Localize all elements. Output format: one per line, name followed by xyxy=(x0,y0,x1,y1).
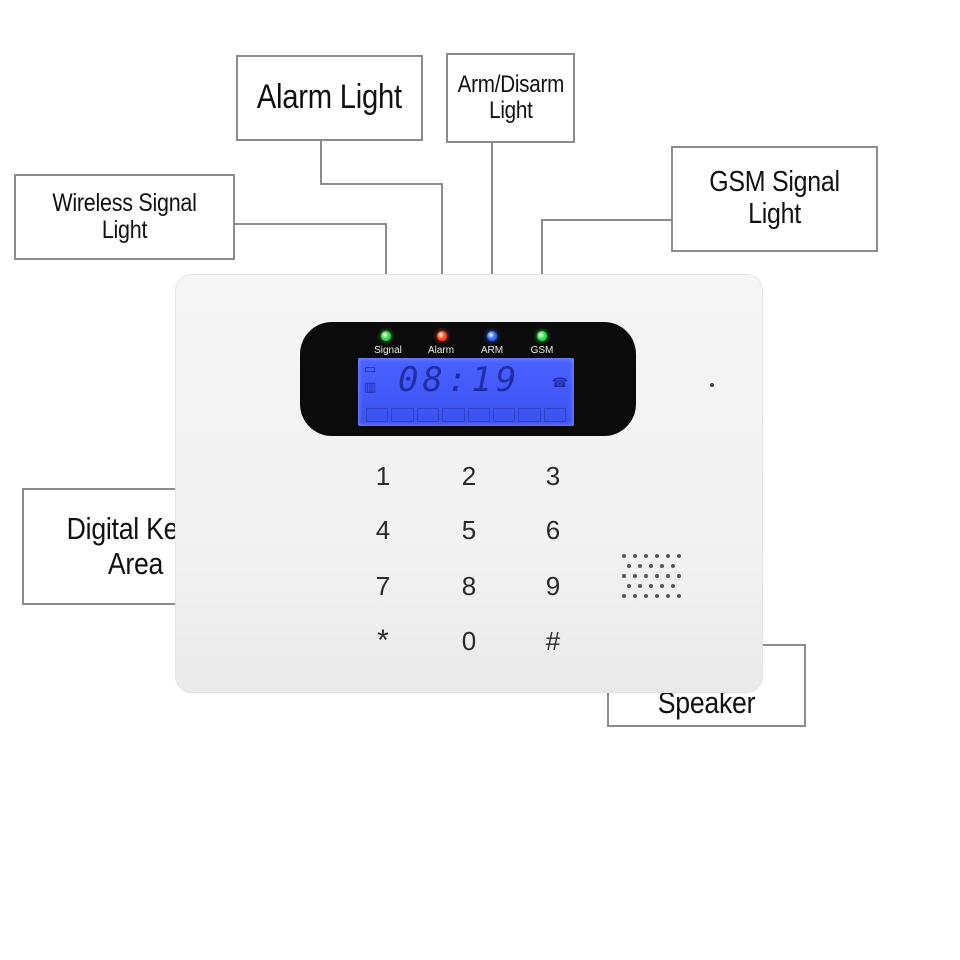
speaker-hole xyxy=(660,584,664,588)
speaker-hole xyxy=(666,574,670,578)
status-icon-1 xyxy=(366,408,389,422)
speaker-hole xyxy=(655,594,659,598)
speaker-hole xyxy=(638,564,642,568)
arm-led-label: ARM xyxy=(480,345,504,356)
speaker-hole xyxy=(666,594,670,598)
callout-gsm-signal-light-text: GSM Signal Light xyxy=(709,166,840,230)
lcd-time: 08:19 xyxy=(398,360,521,400)
key-5[interactable]: 5 xyxy=(461,515,477,545)
status-icon-2 xyxy=(391,408,414,422)
speaker-hole xyxy=(622,594,626,598)
speaker-hole xyxy=(677,574,681,578)
arm-led xyxy=(487,331,497,341)
speaker-hole xyxy=(633,554,637,558)
speaker-hole xyxy=(633,574,637,578)
callout-alarm-light-text: Alarm Light xyxy=(256,78,403,117)
status-icon-7 xyxy=(518,408,541,422)
speaker-hole xyxy=(644,574,648,578)
speaker-grille xyxy=(622,554,686,604)
speaker-hole xyxy=(649,584,653,588)
key-8[interactable]: 8 xyxy=(461,571,477,601)
callout-arm-disarm-light: Arm/Disarm Light xyxy=(446,53,575,143)
key-9[interactable]: 9 xyxy=(545,571,561,601)
lcd-screen: ▭ ▥ 08:19 ☎ xyxy=(358,358,574,426)
key-hash[interactable]: # xyxy=(545,626,561,656)
key-6[interactable]: 6 xyxy=(545,515,561,545)
alarm-led xyxy=(437,331,447,341)
speaker-hole xyxy=(677,554,681,558)
speaker-hole xyxy=(677,594,681,598)
speaker-hole xyxy=(655,554,659,558)
key-4[interactable]: 4 xyxy=(375,515,391,545)
signal-led xyxy=(381,331,391,341)
speaker-hole xyxy=(627,564,631,568)
key-1[interactable]: 1 xyxy=(375,461,391,491)
speaker-hole xyxy=(644,554,648,558)
status-icon-6 xyxy=(492,408,516,422)
microphone-hole xyxy=(710,383,714,387)
gsm-led xyxy=(537,331,547,341)
phone-icon: ☎ xyxy=(551,376,568,391)
speaker-hole xyxy=(633,594,637,598)
gsm-led-label: GSM xyxy=(530,345,554,356)
speaker-hole xyxy=(655,574,659,578)
speaker-hole xyxy=(622,554,626,558)
status-icon-4 xyxy=(442,408,465,422)
status-icon-5 xyxy=(467,408,490,422)
key-0[interactable]: 0 xyxy=(461,626,477,656)
callout-arm-disarm-light-text: Arm/Disarm Light xyxy=(457,70,564,124)
battery-icon: ▭ xyxy=(364,362,377,377)
lcd-status-icons xyxy=(366,408,566,422)
key-star[interactable]: * xyxy=(377,624,389,657)
callout-gsm-signal-light: GSM Signal Light xyxy=(671,146,878,252)
alarm-led-label: Alarm xyxy=(427,345,455,356)
callout-wireless-signal-light: Wireless Signal Light xyxy=(14,174,235,260)
speaker-hole xyxy=(666,554,670,558)
key-3[interactable]: 3 xyxy=(545,461,561,491)
leader-alarm xyxy=(320,140,443,334)
key-7[interactable]: 7 xyxy=(375,571,391,601)
signal-bars-icon: ▥ xyxy=(364,380,377,395)
speaker-hole xyxy=(660,564,664,568)
speaker-hole xyxy=(627,584,631,588)
speaker-hole xyxy=(649,564,653,568)
status-icon-8 xyxy=(543,408,566,422)
signal-led-label: Signal xyxy=(374,345,402,356)
speaker-hole xyxy=(671,564,675,568)
key-2[interactable]: 2 xyxy=(461,461,477,491)
speaker-hole xyxy=(638,584,642,588)
speaker-hole xyxy=(644,594,648,598)
speaker-hole xyxy=(622,574,626,578)
status-icon-3 xyxy=(416,408,440,422)
callout-alarm-light: Alarm Light xyxy=(236,55,423,141)
callout-wireless-signal-light-text: Wireless Signal Light xyxy=(52,188,197,244)
speaker-hole xyxy=(671,584,675,588)
